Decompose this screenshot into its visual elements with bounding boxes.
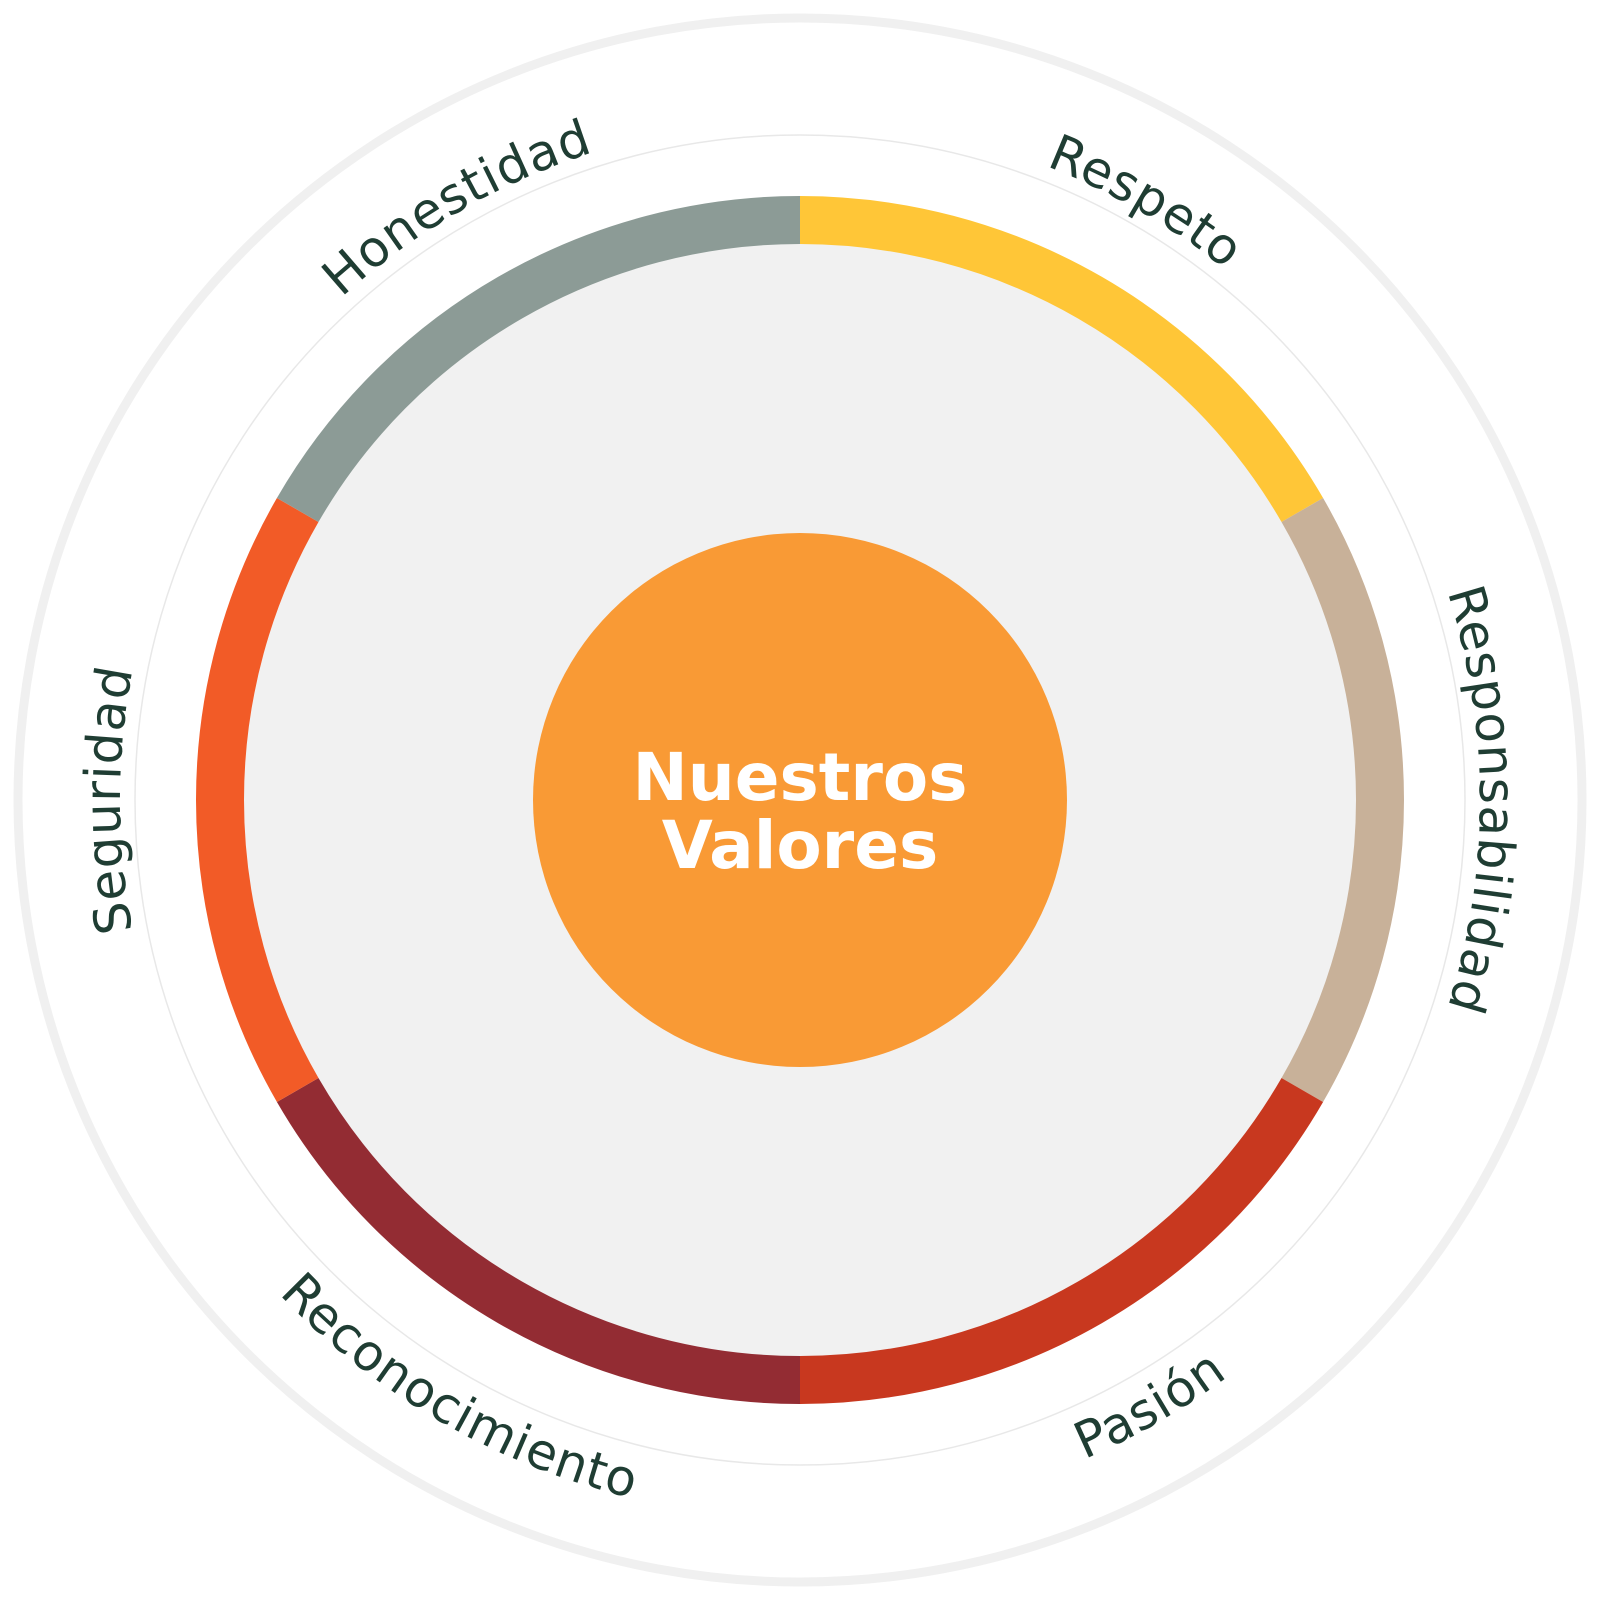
value-segment <box>799 196 1324 523</box>
outer-ring <box>13 13 1587 1587</box>
value-segment <box>276 1077 801 1404</box>
value-segments <box>196 196 1404 1404</box>
value-segment <box>799 1077 1324 1404</box>
value-label-text: Responsabilidad <box>1436 579 1525 1021</box>
value-label: Responsabilidad <box>1436 579 1526 1021</box>
center-title-line2: Valores <box>662 807 939 884</box>
label-track <box>134 134 1466 1466</box>
value-label: Seguridad <box>74 661 145 939</box>
value-label-text: Seguridad <box>74 661 144 939</box>
value-label: Pasión <box>1065 1339 1235 1471</box>
center-circle <box>533 533 1067 1067</box>
value-segment <box>196 498 319 1102</box>
value-segment <box>1281 498 1404 1102</box>
value-segment <box>276 196 801 523</box>
center-title-line1: Nuestros <box>633 739 968 816</box>
value-label-text: Pasión <box>1065 1339 1234 1471</box>
